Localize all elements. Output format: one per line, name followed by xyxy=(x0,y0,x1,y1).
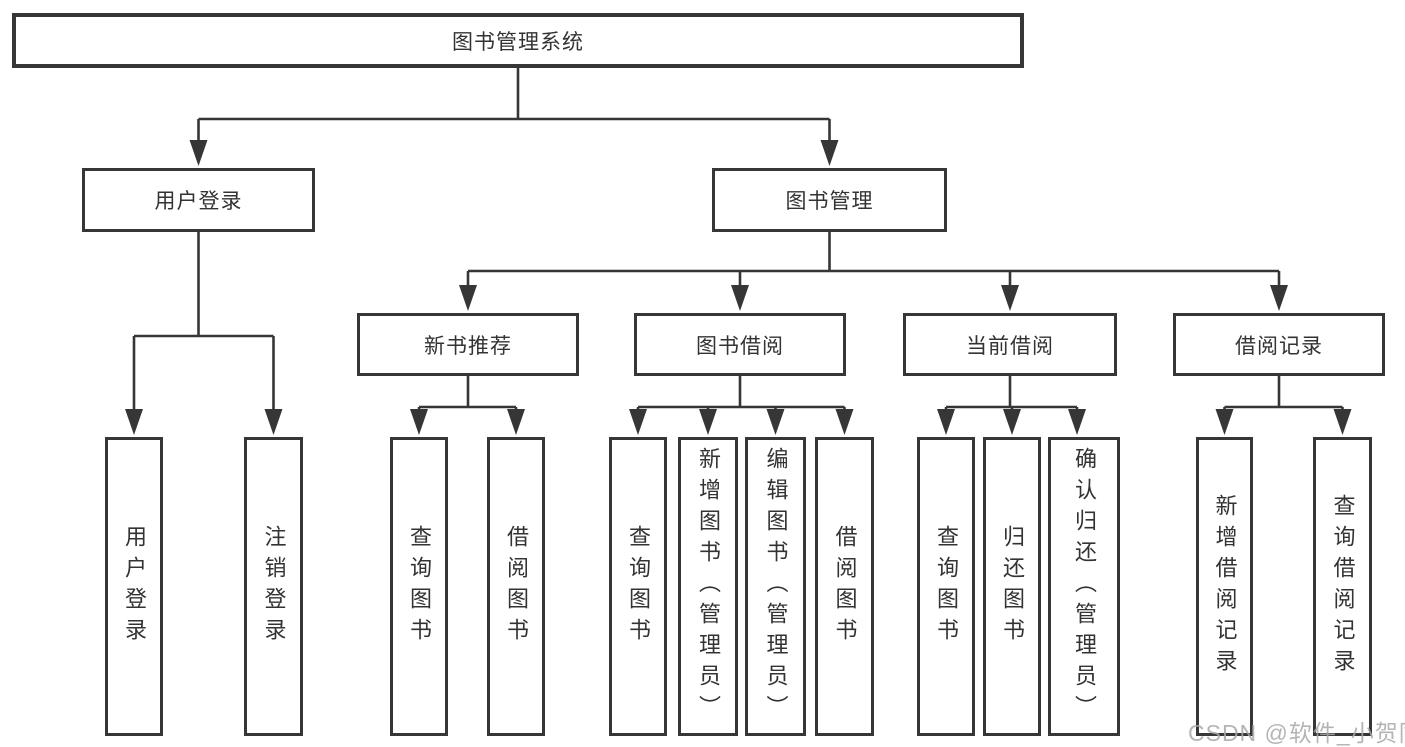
leaf-borrow-books: 借阅图书 xyxy=(815,437,874,736)
arrow-icon xyxy=(1270,285,1288,311)
arrow-icon xyxy=(507,409,525,435)
leaf-confirm-return-admin: 确认归还（管理员） xyxy=(1048,437,1120,736)
csdn-watermark: CSDN @软件_小贺同学 xyxy=(1188,720,1405,746)
arrow-icon xyxy=(937,409,955,435)
leaf-query-books: 查询图书 xyxy=(609,437,667,736)
arrow-icon xyxy=(264,409,283,435)
arrow-icon xyxy=(1068,409,1086,435)
leaf-edit-books-admin: 编辑图书（管理员） xyxy=(745,437,806,736)
leaf-return-books: 归还图书 xyxy=(983,437,1041,736)
leaf-add-books-admin: 新增图书（管理员） xyxy=(678,437,738,736)
node-borrow-records: 借阅记录 xyxy=(1173,313,1385,376)
arrow-icon xyxy=(410,409,428,435)
node-new-book-recommend: 新书推荐 xyxy=(357,313,579,376)
node-label: 图书管理系统 xyxy=(452,30,584,54)
leaf-label: 新增借阅记录 xyxy=(1212,493,1238,680)
leaf-label: 查询借阅记录 xyxy=(1330,493,1356,680)
leaf-label: 借阅图书 xyxy=(504,524,529,649)
leaf-query-borrow-record: 查询借阅记录 xyxy=(1313,437,1372,736)
arrow-icon xyxy=(1003,409,1021,435)
arrow-icon xyxy=(1001,285,1019,311)
arrow-icon xyxy=(459,285,477,311)
node-book-borrow: 图书借阅 xyxy=(634,313,846,376)
arrow-icon xyxy=(820,140,839,166)
node-current-borrow: 当前借阅 xyxy=(903,313,1117,376)
node-label: 用户登录 xyxy=(154,190,243,213)
node-root-system: 图书管理系统 xyxy=(12,13,1024,68)
leaf-label: 确认归还（管理员） xyxy=(1072,447,1097,726)
leaf-user-login: 用户登录 xyxy=(105,437,163,736)
node-book-management: 图书管理 xyxy=(712,168,947,232)
leaf-label: 查询图书 xyxy=(934,524,959,649)
leaf-label: 用户登录 xyxy=(122,524,147,649)
node-label: 新书推荐 xyxy=(424,334,512,358)
leaf-label: 查询图书 xyxy=(407,524,432,649)
node-label: 当前借阅 xyxy=(966,334,1054,358)
leaf-label: 编辑图书（管理员） xyxy=(763,447,789,726)
node-label: 借阅记录 xyxy=(1235,334,1323,358)
leaf-label: 借阅图书 xyxy=(832,524,858,649)
arrow-icon xyxy=(1333,409,1352,435)
leaf-add-borrow-record: 新增借阅记录 xyxy=(1196,437,1253,736)
leaf-label: 注销登录 xyxy=(261,524,287,649)
leaf-label: 新增图书（管理员） xyxy=(696,447,721,726)
arrow-icon xyxy=(731,285,749,311)
leaf-logout: 注销登录 xyxy=(244,437,303,736)
node-label: 图书管理 xyxy=(785,190,874,213)
leaf-query-books: 查询图书 xyxy=(390,437,448,736)
leaf-borrow-books: 借阅图书 xyxy=(487,437,545,736)
arrow-icon xyxy=(125,409,143,435)
arrowheads xyxy=(125,140,1352,435)
arrow-icon xyxy=(699,409,717,435)
leaf-label: 查询图书 xyxy=(626,524,651,649)
leaf-label: 归还图书 xyxy=(1000,524,1025,649)
arrow-icon xyxy=(766,409,785,435)
leaf-query-books: 查询图书 xyxy=(917,437,975,736)
arrow-icon xyxy=(629,409,647,435)
arrow-icon xyxy=(1215,409,1234,435)
node-user-login: 用户登录 xyxy=(82,168,315,232)
arrow-icon xyxy=(835,409,854,435)
node-label: 图书借阅 xyxy=(696,334,784,358)
arrow-icon xyxy=(189,140,208,166)
